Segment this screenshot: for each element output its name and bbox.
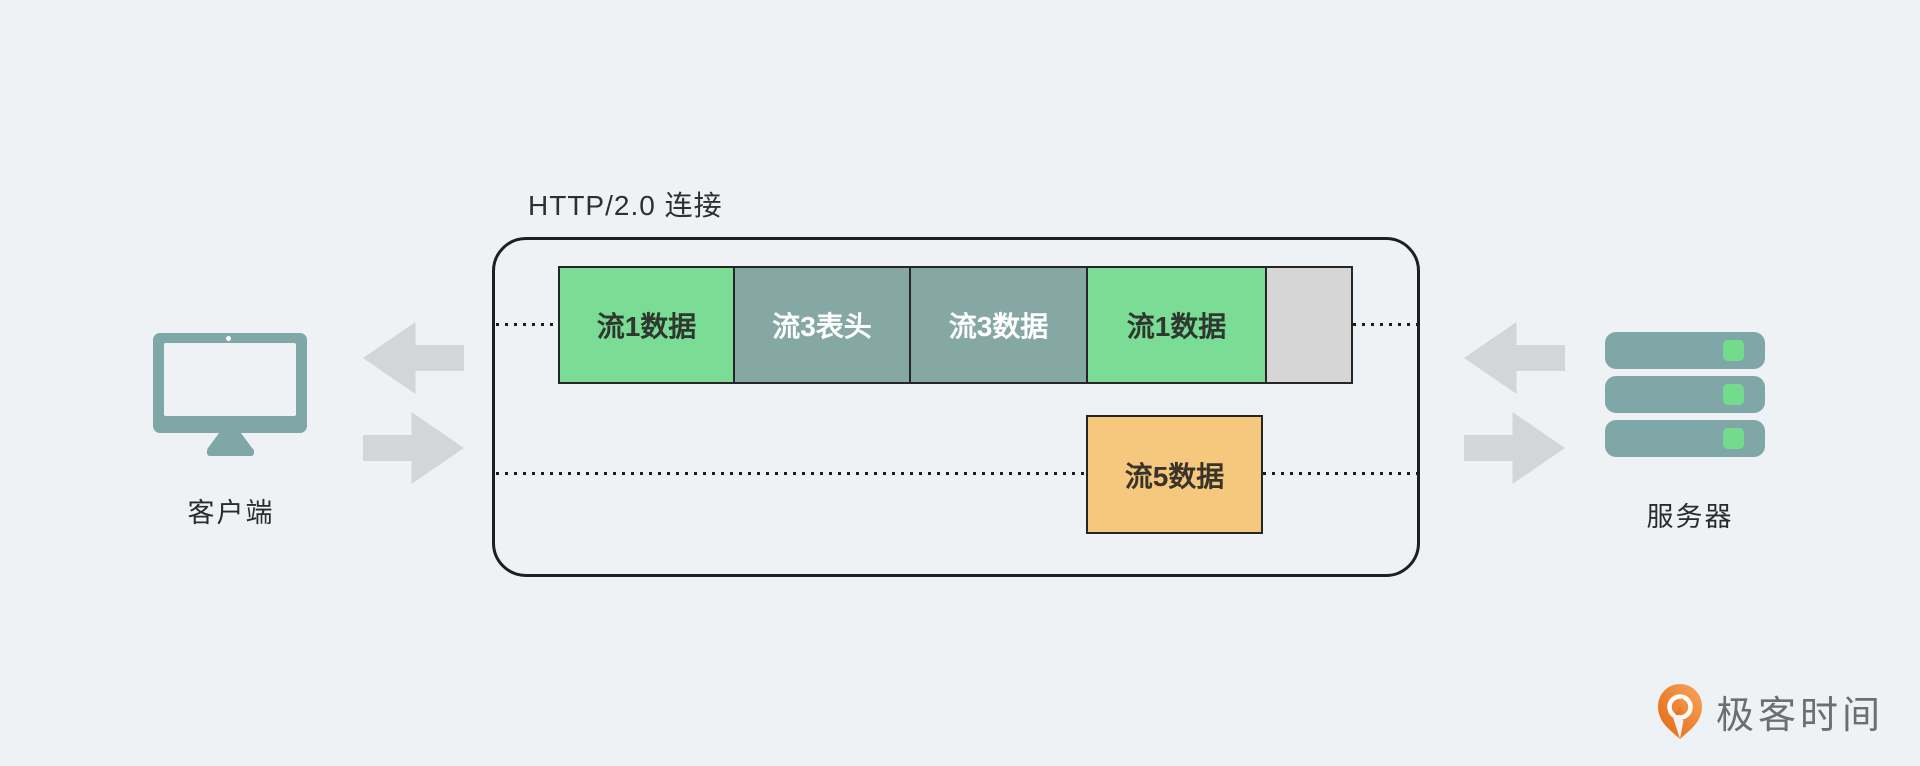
- frame-stream3-headers: 流3表头: [733, 266, 911, 384]
- monitor-bezel: [153, 333, 307, 433]
- server-unit: [1605, 376, 1765, 413]
- frame-stream1-data-2: 流1数据: [1086, 266, 1267, 384]
- client-monitor-icon: [153, 333, 307, 457]
- server-unit: [1605, 420, 1765, 457]
- stream-line2-right-dots: [1263, 472, 1418, 475]
- client-send-arrow-icon: [363, 412, 464, 484]
- server-receive-arrow-icon: [1464, 322, 1565, 394]
- monitor-base: [207, 448, 254, 456]
- connection-title: HTTP/2.0 连接: [528, 190, 723, 221]
- server-label: 服务器: [1646, 502, 1734, 532]
- server-send-arrow-icon: [1464, 412, 1565, 484]
- frame-stream5-data: 流5数据: [1086, 415, 1263, 534]
- http2-connection-box: [492, 237, 1420, 577]
- server-stack-icon: [1605, 332, 1765, 464]
- geektime-logo: 极客时间: [1656, 682, 1884, 741]
- geektime-logo-icon: [1658, 684, 1702, 739]
- geektime-logo-text: 极客时间: [1716, 695, 1885, 737]
- server-indicator-light: [1723, 340, 1744, 361]
- stream-line1-right-dots: [1353, 323, 1418, 326]
- frame-stream3-data: 流3数据: [909, 266, 1088, 384]
- server-indicator-light: [1723, 384, 1744, 405]
- stream-line2-left-dots: [496, 472, 1086, 475]
- frame-sequence: 流1数据 流3表头 流3数据 流1数据: [558, 266, 1353, 384]
- monitor-stand: [207, 432, 253, 449]
- stream-line1-left-dots: [496, 323, 558, 326]
- client-label: 客户端: [187, 498, 275, 528]
- monitor-screen: [164, 343, 296, 416]
- client-receive-arrow-icon: [363, 322, 464, 394]
- frame-stream1-data: 流1数据: [558, 266, 735, 384]
- server-indicator-light: [1723, 428, 1744, 449]
- server-unit: [1605, 332, 1765, 369]
- frame-empty-slot: [1265, 266, 1353, 384]
- monitor-camera-dot: [226, 336, 231, 341]
